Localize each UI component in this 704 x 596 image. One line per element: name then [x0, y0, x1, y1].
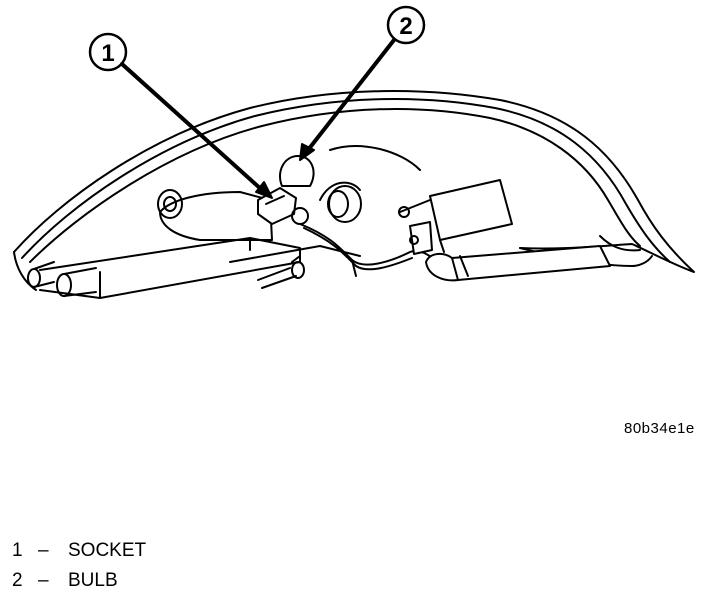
right-bracket	[398, 179, 513, 255]
callout-2-number: 2	[399, 13, 412, 40]
legend-number: 1	[12, 540, 23, 561]
legend-separator: –	[38, 540, 49, 561]
legend-item: 1–SOCKET	[12, 540, 146, 562]
callout-1: 1	[88, 32, 273, 199]
socket-boss	[157, 189, 183, 219]
legend-label: BULB	[68, 570, 118, 591]
adjuster-post	[27, 261, 97, 297]
vent-cap	[327, 185, 362, 223]
callout-1-leader	[120, 62, 264, 192]
callout-2: 2	[299, 5, 426, 161]
figure-id: 80b34e1e	[624, 420, 695, 437]
lamp-body	[39, 145, 421, 299]
lamp-housing	[13, 89, 695, 291]
callout-2-leader	[306, 38, 396, 152]
legend-separator: –	[38, 570, 49, 591]
legend-number: 2	[12, 570, 23, 591]
bulb	[279, 155, 315, 187]
legend-item: 2–BULB	[12, 570, 118, 592]
mounting-stud	[257, 255, 305, 289]
legend-label: SOCKET	[68, 540, 147, 561]
callout-1-number: 1	[101, 40, 114, 67]
connector-plug	[425, 245, 611, 282]
headlamp-assembly-illustration: 1 2	[13, 5, 695, 299]
